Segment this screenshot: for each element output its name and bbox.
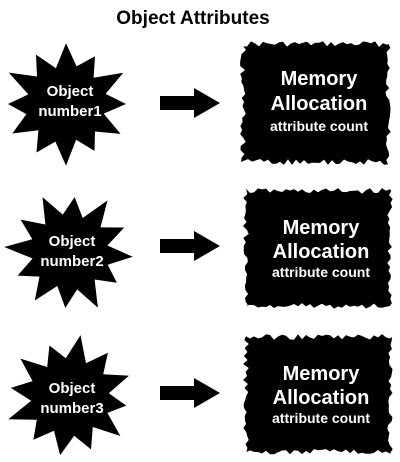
memory-block-1-line1: Memory (281, 68, 359, 90)
object-1-label-line1: Object (47, 83, 94, 100)
memory-block-3-line3: attribute count (272, 410, 370, 426)
memory-block-3 (243, 334, 393, 455)
arrow-2 (160, 231, 220, 261)
row-3: Object number3 Memory Allocation attribu… (8, 334, 393, 456)
object-2-starburst (4, 197, 133, 308)
arrow-3 (160, 378, 220, 408)
memory-block-2-line2: Allocation (273, 241, 370, 263)
memory-block-3-line1: Memory (283, 363, 361, 385)
memory-block-2-line1: Memory (283, 217, 361, 239)
arrow-1 (160, 88, 220, 118)
object-1-label-line2: number1 (38, 103, 101, 120)
row-1: Object number1 Memory Allocation attribu… (8, 41, 391, 166)
object-3-label-line2: number3 (40, 400, 103, 417)
memory-block-2-line3: attribute count (272, 264, 370, 280)
memory-block-1-line2: Allocation (271, 93, 368, 115)
diagram-title: Object Attributes (116, 8, 269, 29)
object-1-starburst (8, 43, 126, 166)
object-2-label-line2: number2 (40, 253, 103, 270)
row-2: Object number2 Memory Allocation attribu… (4, 188, 393, 309)
memory-block-3-line2: Allocation (273, 387, 370, 409)
memory-block-1-line3: attribute count (270, 118, 368, 134)
object-3-label-line1: Object (49, 380, 96, 397)
object-3-starburst (8, 335, 129, 456)
memory-block-1 (240, 41, 391, 165)
object-2-label-line1: Object (49, 233, 96, 250)
memory-block-2 (243, 188, 393, 309)
